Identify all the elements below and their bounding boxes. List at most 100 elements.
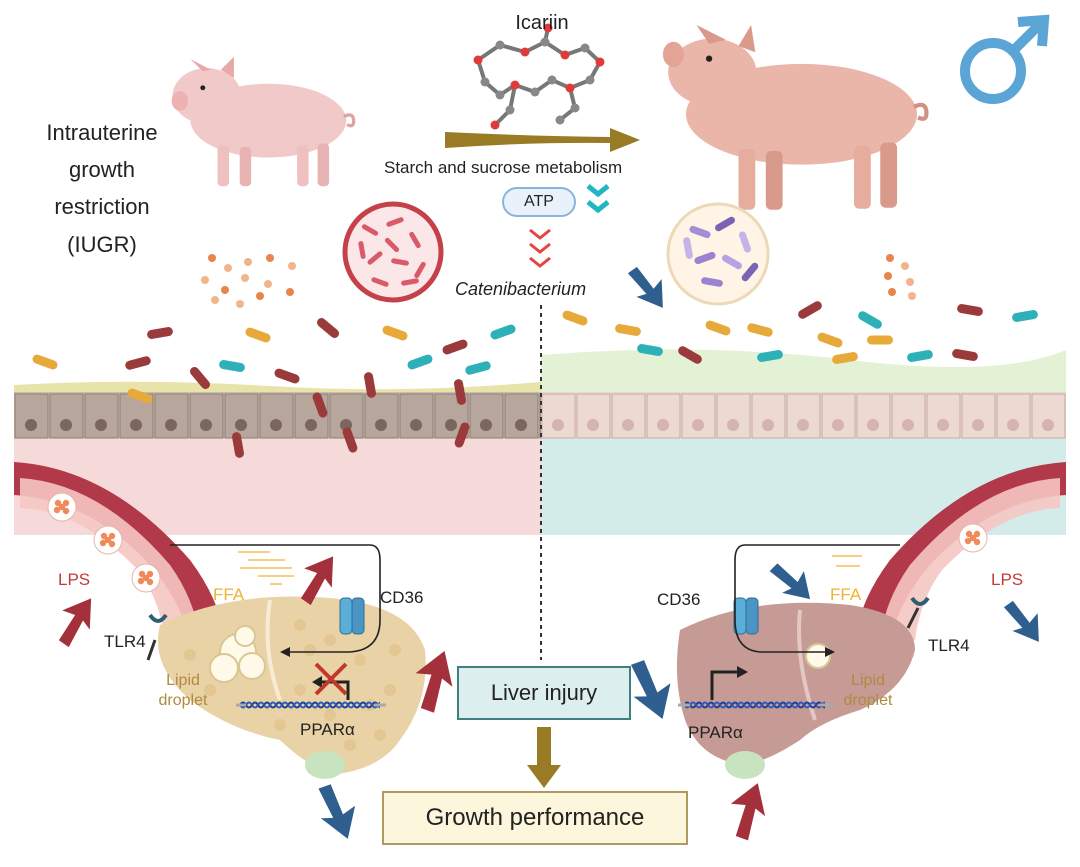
molecule-atom [520,47,530,57]
growth-performance-box: Growth performance [382,791,688,845]
metabolite-dot [241,274,249,282]
bacterium [367,251,383,265]
condition-line-1: Intrauterine [46,120,158,145]
bacterium [689,225,711,239]
right-tlr4-label: TLR4 [928,636,970,655]
cell-nucleus [552,419,564,431]
lipoprotein-dot [138,570,146,578]
fat-droplet [324,634,336,646]
gut-bacterium [245,327,271,343]
lipoprotein-dot [146,578,154,586]
molecule-atom [565,83,575,93]
cell-nucleus [235,419,247,431]
iugr-microbiota-icon [342,201,444,303]
fat-droplet [354,654,366,666]
right-lps-label: LPS [991,570,1024,589]
treatment-name: Icariin [515,12,569,34]
gut-bacterium [407,354,433,370]
gut-bacterium [705,320,731,336]
cell-nucleus [165,419,177,431]
down-arrow-icon [318,784,356,839]
epithelial-cell [504,393,539,439]
bacterium [391,258,409,266]
metabolite-dot [901,262,909,270]
cell-nucleus [375,419,387,431]
gut-bacterium [342,427,358,453]
lipoprotein-dot [964,537,972,545]
epithelial-cell [716,393,751,439]
bacterium [701,277,723,287]
left-tlr4-label: TLR4 [104,632,146,651]
epithelial-cell [259,393,294,439]
cell-nucleus [25,419,37,431]
cell-nucleus [410,419,422,431]
left-epithelium [14,381,574,439]
gut-bacterium [232,432,244,458]
molecule-atom [555,115,565,125]
fat-droplet [374,729,386,741]
epithelial-cell [891,393,926,439]
lipoprotein-dot [973,530,981,538]
metabolite-dot [886,254,894,262]
gut-bacterium [127,388,153,404]
condition-line-3: restriction [54,194,150,219]
lipoprotein-dot [100,532,108,540]
fat-droplet [324,709,336,721]
gut-bacterium [957,304,983,316]
left-ppar-label: PPARα [300,720,355,739]
epithelial-cell [49,393,84,439]
epithelial-cell [681,393,716,439]
gut-bacterium [274,368,300,384]
condition-line-2: growth [68,157,136,182]
fat-droplet [184,649,196,661]
metabolite-dot [888,288,896,296]
epithelial-cell [399,393,434,439]
gut-bacterium [562,310,588,326]
down-arrow-icon [1003,600,1039,642]
bacterium-label: Catenibacterium [455,279,587,299]
small-pig-icon [171,56,356,187]
bacterium [741,262,759,282]
right-ffa-transport-line [734,544,900,653]
molecule-atom [570,103,580,113]
gut-bacterium [907,350,933,362]
gut-bacterium [382,325,408,341]
up-arrow-icon [415,651,453,713]
epithelial-cell [611,393,646,439]
molecule-atom [547,75,557,85]
left-ffa-lines [238,551,294,585]
metabolite-dot [208,254,216,262]
bacterium [358,241,366,259]
molecule-atom [530,87,540,97]
icariin-microbiota-icon [666,202,770,306]
left-ffa-transport-line [170,544,381,653]
cell-nucleus [692,419,704,431]
lipoprotein-dot [969,534,977,542]
epithelial-cell [1031,393,1066,439]
lipoprotein-dot [99,539,107,547]
metabolite-dot [906,278,914,286]
gut-bacterium [125,356,151,370]
molecule-atom [473,55,483,65]
icariin-molecule-icon [473,23,605,130]
right-lipid-line-2: droplet [843,692,893,709]
large-pig-icon [662,25,929,210]
molecule-atom [510,80,520,90]
fat-droplet [389,644,401,656]
cell-nucleus [200,419,212,431]
epithelial-cell [541,393,576,439]
right-epithelium [541,349,1066,439]
teal-decrease-chevrons [586,184,610,214]
gut-bacterium [465,361,491,375]
gut-bacterium [32,354,58,370]
right-lipid-line-1: Lipid [851,672,885,689]
metabolite-dot [256,292,264,300]
bacterium [401,278,419,286]
metabolite-dot [286,288,294,296]
epithelial-cell [786,393,821,439]
lipoprotein-dot [137,577,145,585]
metabolite-dot [244,258,252,266]
lipoprotein-dot [146,570,154,578]
gut-bacterium [615,324,641,336]
